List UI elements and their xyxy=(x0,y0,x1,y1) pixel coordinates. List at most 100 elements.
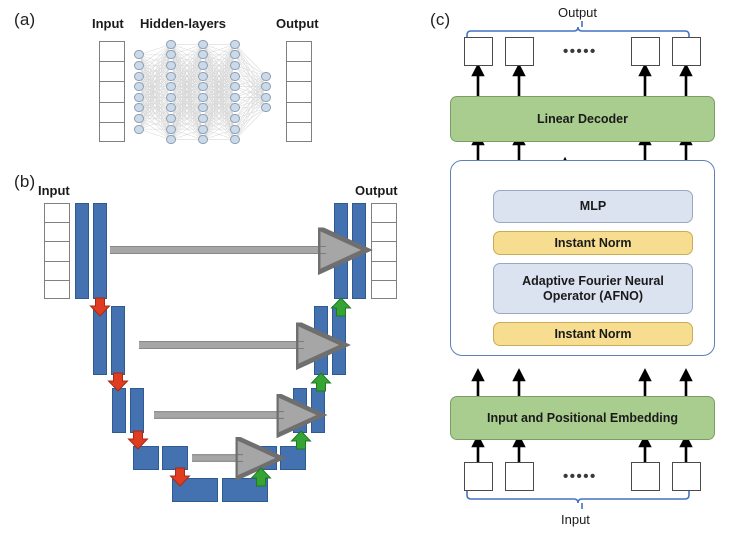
hidden-node-l3-7 xyxy=(198,103,208,113)
hidden-node-l2-7 xyxy=(166,103,176,113)
hidden-node-l4-2 xyxy=(230,50,240,60)
hidden-node-l3-1 xyxy=(198,39,208,49)
input-token-2 xyxy=(505,462,534,491)
hidden-node-l2-6 xyxy=(166,92,176,102)
panel-a-hidden-nodes xyxy=(0,0,420,175)
skip-arrow-level-4 xyxy=(192,455,243,462)
input-token-1 xyxy=(464,462,493,491)
hidden-node-l2-3 xyxy=(166,60,176,71)
hidden-node-l5-3 xyxy=(261,92,271,102)
mlp-block: MLP xyxy=(493,190,693,223)
panel-b-output-caption: Output xyxy=(355,183,398,198)
unet-upsample-arrows xyxy=(250,297,352,487)
linear-decoder-block: Linear Decoder xyxy=(450,96,715,142)
hidden-node-l4-3 xyxy=(230,60,240,71)
down-arrow-2 xyxy=(107,372,129,392)
unet-bar-enc-4b xyxy=(162,446,188,470)
hidden-node-l3-2 xyxy=(198,50,208,60)
hidden-node-l4-1 xyxy=(230,39,240,49)
input-positional-embedding-block: Input and Positional Embedding xyxy=(450,396,715,440)
hidden-node-l3-6 xyxy=(198,92,208,102)
hidden-node-l1-8 xyxy=(134,124,144,134)
skip-arrow-level-1 xyxy=(110,247,326,254)
hidden-node-l1-1 xyxy=(134,50,144,60)
hidden-node-l5-2 xyxy=(261,82,271,92)
input-tokens-ellipsis: ••••• xyxy=(563,468,597,485)
panel-a-output-caption: Output xyxy=(276,16,319,31)
output-token-3 xyxy=(631,37,660,66)
panel-a-hidden-caption: Hidden-layers xyxy=(140,16,226,31)
decoder-to-output-arrows xyxy=(471,63,693,96)
hidden-node-l2-8 xyxy=(166,113,176,124)
up-arrow-3 xyxy=(290,430,312,450)
panel-c-label: (c) xyxy=(430,10,451,29)
hidden-node-l5-4 xyxy=(261,103,271,113)
instant-norm-upper-block: Instant Norm xyxy=(493,231,693,255)
hidden-node-l2-9 xyxy=(166,124,176,134)
hidden-node-l4-7 xyxy=(230,103,240,113)
input-to-embedding-arrows xyxy=(471,434,693,462)
skip-arrow-level-3 xyxy=(154,412,284,419)
hidden-node-l4-6 xyxy=(230,92,240,102)
output-tokens-ellipsis: ••••• xyxy=(563,43,597,60)
input-token-3 xyxy=(631,462,660,491)
afno-line-1: Adaptive Fourier Neural xyxy=(522,273,664,288)
hidden-node-l2-10 xyxy=(166,135,176,145)
output-token-4 xyxy=(672,37,701,66)
instant-norm-lower-block: Instant Norm xyxy=(493,322,693,346)
unet-bar-enc-4a xyxy=(133,446,159,470)
panel-a-edges xyxy=(138,44,267,140)
panel-b-unet-architecture: (b) Input Output xyxy=(0,172,420,537)
embedding-to-block-arrows xyxy=(471,368,693,396)
input-brace xyxy=(466,490,690,509)
hidden-node-l1-7 xyxy=(134,113,144,124)
output-token-2 xyxy=(505,37,534,66)
up-arrow-2 xyxy=(310,372,332,392)
unet-bar-enc-1a xyxy=(75,203,89,299)
hidden-node-l2-1 xyxy=(166,39,176,49)
output-brace xyxy=(466,21,690,40)
panel-c-input-label: Input xyxy=(561,512,590,527)
panel-a-label: (a) xyxy=(14,10,36,29)
unet-skip-connections xyxy=(89,172,420,487)
panel-a-input-column xyxy=(99,41,125,142)
hidden-node-l2-4 xyxy=(166,71,176,81)
hidden-node-l5-1 xyxy=(261,71,271,81)
hidden-node-l3-8 xyxy=(198,113,208,124)
hidden-node-l1-5 xyxy=(134,92,144,102)
hidden-node-l1-6 xyxy=(134,103,144,113)
hidden-node-l4-4 xyxy=(230,71,240,81)
hidden-node-l1-2 xyxy=(134,60,144,71)
afno-line-2: Operator (AFNO) xyxy=(543,288,643,303)
hidden-node-l3-5 xyxy=(198,82,208,92)
hidden-node-l3-9 xyxy=(198,124,208,134)
panel-c-afno-architecture: (c) Output xyxy=(420,0,745,537)
hidden-node-l2-2 xyxy=(166,50,176,60)
hidden-node-l4-5 xyxy=(230,82,240,92)
output-token-1 xyxy=(464,37,493,66)
panel-b-label: (b) xyxy=(14,172,36,191)
panel-b-input-column xyxy=(44,203,70,299)
hidden-node-l1-3 xyxy=(134,71,144,81)
panel-a-input-caption: Input xyxy=(92,16,124,31)
panel-a-output-column xyxy=(286,41,312,142)
afno-operator-block: Adaptive Fourier Neural Operator (AFNO) xyxy=(493,263,693,314)
hidden-node-l3-3 xyxy=(198,60,208,71)
down-arrow-4 xyxy=(169,467,191,487)
down-arrow-3 xyxy=(127,430,149,450)
hidden-node-l4-8 xyxy=(230,113,240,124)
input-token-4 xyxy=(672,462,701,491)
hidden-node-l4-10 xyxy=(230,135,240,145)
hidden-node-l2-5 xyxy=(166,82,176,92)
up-arrow-4 xyxy=(250,467,272,487)
skip-arrow-level-2 xyxy=(139,342,304,349)
up-arrow-1 xyxy=(330,297,352,317)
unet-downsample-arrows xyxy=(89,297,191,487)
hidden-node-l1-4 xyxy=(134,82,144,92)
hidden-node-l3-4 xyxy=(198,71,208,81)
panel-a-fully-connected-network: (a) Input Hidden-layers Output xyxy=(0,0,420,175)
hidden-node-l3-10 xyxy=(198,135,208,145)
hidden-node-l4-9 xyxy=(230,124,240,134)
down-arrow-1 xyxy=(89,297,111,317)
